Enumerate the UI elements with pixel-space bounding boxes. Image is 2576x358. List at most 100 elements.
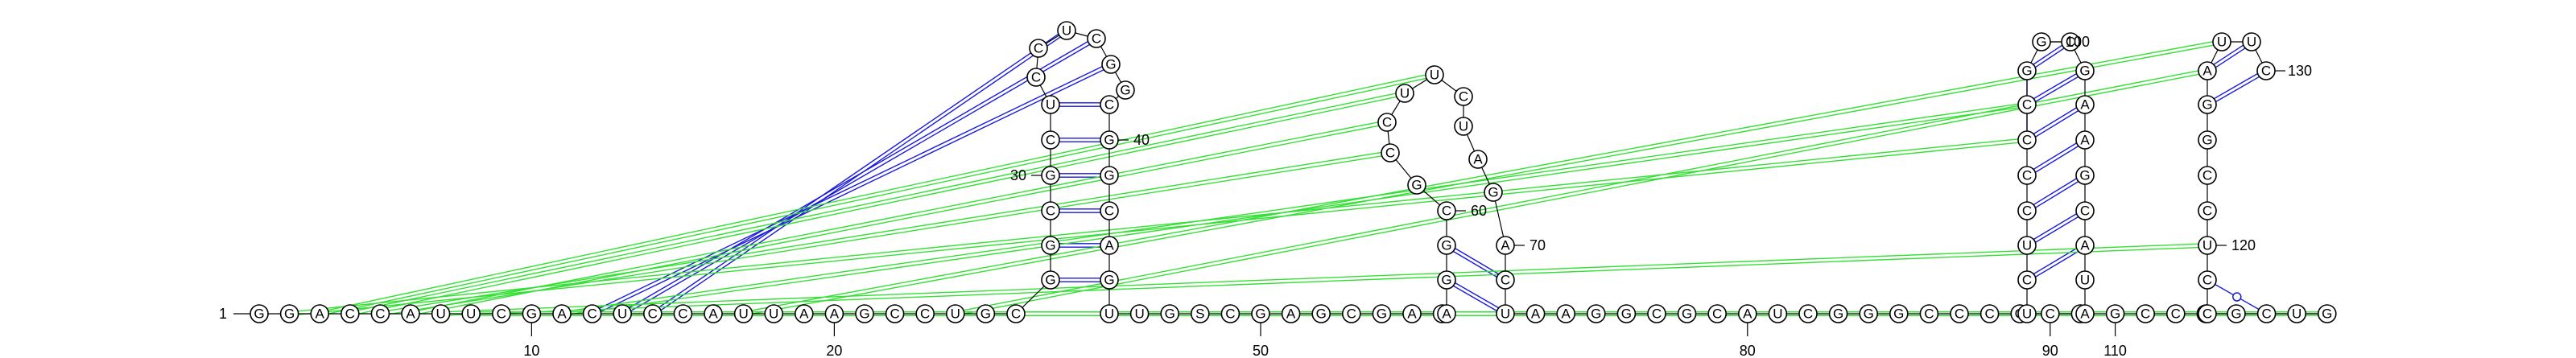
nucleotide-letter: A	[1562, 307, 1571, 322]
pseudoknot-pair	[956, 72, 2208, 316]
nucleotide-letter: C	[1955, 307, 1964, 322]
nucleotide: G	[2198, 95, 2217, 114]
nucleotide-letter: G	[1104, 133, 1114, 148]
nucleotide-letter: A	[2080, 97, 2090, 113]
nucleotide-letter: G	[2231, 307, 2241, 322]
canonical-long-range-pair	[592, 65, 1113, 316]
nucleotide: A	[1468, 150, 1488, 169]
nucleotide-circle	[1281, 304, 1301, 323]
nucleotide: U	[1425, 65, 1444, 84]
nucleotide: G	[1041, 236, 1060, 255]
nucleotide-circle	[2017, 201, 2037, 220]
nucleotide: C	[915, 304, 935, 323]
nucleotide-letter: C	[678, 307, 687, 322]
nucleotide-circle	[2227, 304, 2246, 323]
nucleotide: G	[2075, 166, 2095, 185]
pseudoknot-pair	[743, 39, 2222, 313]
nucleotide-letter: C	[2140, 307, 2150, 322]
nucleotide-circle	[764, 304, 784, 323]
nucleotide-letter: A	[1501, 238, 1510, 253]
nucleotide: S	[1191, 304, 1210, 323]
nucleotide-letter: G	[859, 307, 869, 322]
nucleotide-letter: U	[1104, 307, 1114, 322]
nucleotide: U	[764, 304, 784, 323]
nucleotide-circle	[1220, 304, 1241, 323]
nucleotide: U	[733, 304, 753, 323]
nucleotide-letter: C	[648, 307, 658, 322]
nucleotide: A	[1556, 304, 1575, 323]
nucleotide-circle	[2017, 236, 2037, 255]
nucleotide-letter: U	[2202, 238, 2212, 253]
nucleotide-letter: G	[284, 307, 295, 322]
position-label: 20	[826, 343, 842, 358]
nucleotide-letter: A	[1473, 152, 1483, 167]
position-label: 60	[1471, 203, 1487, 219]
nucleotide-letter: C	[345, 307, 355, 322]
nucleotide: G	[2017, 61, 2037, 80]
nucleotide-letter: A	[2080, 238, 2090, 253]
nucleotide-letter: C	[1712, 307, 1722, 322]
nucleotide: C	[1979, 304, 2000, 323]
nucleotide-circle	[2017, 95, 2037, 114]
nucleotide: G	[522, 304, 542, 323]
nucleotide-circle	[1468, 150, 1488, 169]
position-label: 100	[2066, 34, 2090, 50]
nucleotide-letter: C	[2022, 133, 2032, 148]
nucleotide-circle	[1768, 304, 1788, 323]
nucleotide-letter: A	[2080, 133, 2090, 148]
nucleotide-circle	[733, 304, 753, 323]
pseudoknot-pair	[350, 94, 1406, 316]
pseudoknot-pair	[955, 68, 2207, 313]
nucleotide-letter: C	[2202, 204, 2212, 219]
nucleotide-letter: G	[1316, 307, 1327, 322]
nucleotide-circle	[1116, 80, 1135, 100]
nucleotide: C	[2017, 201, 2037, 220]
nucleotide: C	[1798, 304, 1818, 323]
nucleotide-circle	[1437, 304, 1456, 323]
nucleotide-letter: G	[1411, 178, 1422, 193]
nucleotide: C	[1100, 201, 1119, 220]
nucleotide: C	[2017, 95, 2037, 114]
stem-base-pair	[2025, 68, 2085, 104]
nucleotide: A	[2075, 95, 2095, 114]
nucleotide-circle	[1919, 304, 1939, 323]
nucleotide: U	[2075, 270, 2095, 290]
nucleotide-letter: C	[1046, 204, 1055, 219]
nucleotide-circle	[2017, 61, 2037, 80]
position-ticks	[233, 41, 2285, 336]
nucleotide: A	[1496, 236, 1515, 255]
position-label: 90	[2042, 343, 2058, 358]
nucleotide: G	[1116, 80, 1135, 100]
nucleotide-letter: G	[1255, 307, 1265, 322]
nucleotide: C	[2198, 166, 2217, 185]
nucleotide-circle	[2198, 270, 2217, 290]
nucleotide: C	[2075, 201, 2095, 220]
nucleotide-letter: C	[1501, 273, 1510, 288]
nucleotide: C	[2166, 304, 2186, 323]
nucleotide-letter: G	[1621, 307, 1632, 322]
nucleotide-circle	[370, 304, 390, 323]
pseudoknot-pair	[349, 91, 1405, 313]
nucleotide: A	[401, 304, 420, 323]
nucleotide-circle	[1402, 304, 1422, 323]
nucleotide: C	[1029, 39, 1048, 58]
nucleotide-circle	[340, 304, 360, 323]
position-label: 110	[2103, 343, 2127, 358]
nucleotide-circle	[2136, 304, 2155, 323]
nucleotide-circle	[461, 304, 481, 323]
nucleotide-letter: U	[1046, 97, 1055, 113]
nucleotide-letter: C	[1225, 307, 1235, 322]
stem-base-pair	[1445, 246, 1505, 282]
nucleotide-circle	[552, 304, 572, 323]
nucleotide-circle	[2198, 166, 2217, 185]
nucleotide-letter: G	[1893, 307, 1904, 322]
nucleotide-letter: U	[2022, 307, 2032, 322]
stem-base-pair	[2027, 141, 2087, 178]
nucleotide-letter: U	[2247, 35, 2256, 50]
nucleotide-circle	[1041, 201, 1060, 220]
nucleotide: U	[2287, 304, 2306, 323]
nucleotide-circle	[915, 304, 935, 323]
nucleotide: U	[1395, 84, 1414, 103]
nucleotide-letter: U	[2217, 35, 2227, 50]
nucleotide-letter: C	[1924, 307, 1934, 322]
